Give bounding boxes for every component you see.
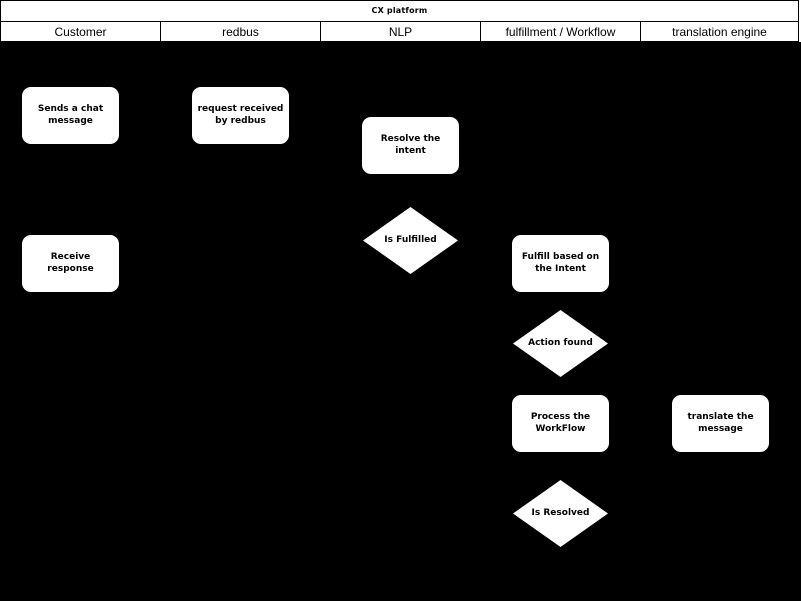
swimlane-label: redbus xyxy=(222,24,259,39)
swimlane-header: CX platform Customer redbus NLP fulfillm… xyxy=(0,0,801,42)
swimlane-redbus[interactable]: redbus xyxy=(161,22,321,41)
decision-node-label: Is Fulfilled xyxy=(384,234,437,245)
decision-node-label: Action found xyxy=(528,337,593,348)
swimlane-label: Customer xyxy=(54,24,107,39)
flow-node-resolve-the-intent[interactable]: Resolve the intent xyxy=(362,117,459,174)
flow-node-label: Receive response xyxy=(47,252,94,274)
swimlane-label: translation engine xyxy=(672,24,767,39)
flow-node-receive-response[interactable]: Receive response xyxy=(22,235,119,292)
swimlane-translation-engine[interactable]: translation engine xyxy=(641,22,798,41)
decision-node-is-resolved[interactable]: Is Resolved xyxy=(513,480,608,547)
flow-node-label: Fulfill based on the Intent xyxy=(521,252,600,274)
flow-node-label: translate the message xyxy=(687,412,754,434)
flow-node-process-the-workflow[interactable]: Process the WorkFlow xyxy=(512,395,609,452)
swimlane-customer[interactable]: Customer xyxy=(1,22,161,41)
swimlane-label: fulfillment / Workflow xyxy=(505,24,616,39)
flow-node-fulfill-based-on-the-intent[interactable]: Fulfill based on the Intent xyxy=(512,235,609,292)
flow-node-label: Sends a chat message xyxy=(37,104,104,126)
swimlane-columns: Customer redbus NLP fulfillment / Workfl… xyxy=(0,21,799,42)
decision-node-label: Is Resolved xyxy=(531,507,590,518)
diagram-title: CX platform xyxy=(371,6,428,15)
swimlane-nlp[interactable]: NLP xyxy=(321,22,481,41)
flow-node-label: request received by redbus xyxy=(197,104,284,126)
flow-node-sends-a-chat-message[interactable]: Sends a chat message xyxy=(22,87,119,144)
swimlane-fulfillment-workflow[interactable]: fulfillment / Workflow xyxy=(481,22,641,41)
swimlane-label: NLP xyxy=(388,24,413,39)
decision-node-is-fulfilled[interactable]: Is Fulfilled xyxy=(363,207,458,274)
flow-node-label: Resolve the intent xyxy=(380,134,441,156)
decision-node-action-found[interactable]: Action found xyxy=(513,310,608,377)
flow-node-request-received-by-redbus[interactable]: request received by redbus xyxy=(192,87,289,144)
flow-node-translate-the-message[interactable]: translate the message xyxy=(672,395,769,452)
flow-node-label: Process the WorkFlow xyxy=(530,412,591,434)
diagram-title-row: CX platform xyxy=(0,0,799,21)
